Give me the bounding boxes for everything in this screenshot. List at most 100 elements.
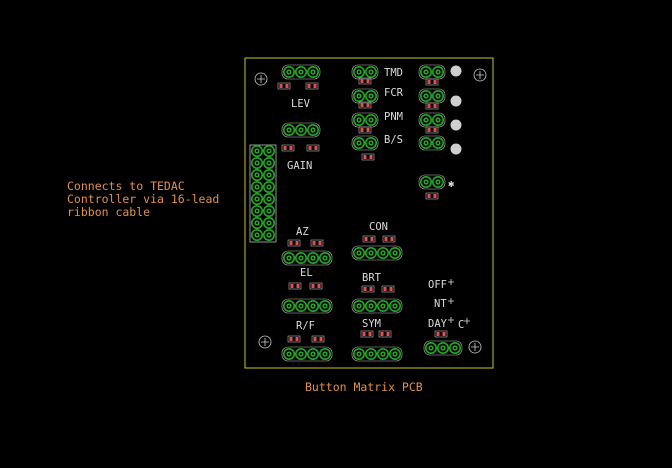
pad (364, 90, 377, 103)
pad-row (418, 112, 446, 128)
label-tmd: TMD (384, 67, 403, 79)
smd-component (310, 239, 324, 247)
pad-row (351, 112, 379, 128)
pad (431, 66, 444, 79)
pad-row (281, 346, 333, 362)
pad-row (351, 245, 403, 261)
pad (419, 114, 432, 127)
pad-row (281, 298, 333, 314)
smd-component (425, 126, 439, 134)
led-markers (450, 65, 462, 155)
pad (294, 124, 307, 137)
led-indicator (450, 95, 462, 107)
pad-row (418, 135, 446, 151)
smd-component (358, 101, 372, 109)
label-bs: B/S (384, 134, 403, 146)
pad (251, 229, 264, 242)
pad (251, 193, 264, 206)
smd-component (287, 239, 301, 247)
pad (388, 347, 401, 360)
pad (294, 347, 307, 360)
pcb-caption: Button Matrix PCB (305, 380, 423, 394)
smd-component (425, 102, 439, 110)
smd-component (305, 82, 319, 90)
pad (431, 176, 444, 189)
smd-component (434, 330, 448, 338)
pad (376, 247, 389, 260)
pad (282, 252, 295, 265)
led-indicator (450, 119, 462, 131)
pad (282, 124, 295, 137)
pad (251, 157, 264, 170)
label-sym: SYM (362, 318, 381, 330)
led-indicator (450, 143, 462, 155)
pad (364, 137, 377, 150)
label-brt: BRT (362, 272, 382, 284)
label-nt: NT (434, 298, 447, 310)
pad (294, 252, 307, 265)
pad-row (418, 64, 446, 80)
pad (364, 66, 377, 79)
pad-rows (281, 64, 463, 362)
pad (448, 341, 461, 354)
silk-marks (448, 279, 470, 324)
pad (419, 137, 432, 150)
pad-row (281, 122, 321, 138)
smd-component (360, 330, 374, 338)
pad (262, 205, 275, 218)
pad (431, 90, 444, 103)
silkscreen-labels: TMD FCR PNM B/S LEV GAIN ✱ AZ CON EL BRT… (287, 67, 464, 332)
smd-component (378, 330, 392, 338)
pad (431, 114, 444, 127)
pad (352, 114, 365, 127)
note-line: Controller via 16-lead (67, 192, 220, 206)
ribbon-connector (249, 144, 277, 243)
pad (419, 176, 432, 189)
pad (364, 114, 377, 127)
label-gain: GAIN (287, 160, 312, 172)
smd-components (277, 77, 448, 343)
pad-row (351, 88, 379, 104)
pad-row (423, 340, 463, 356)
pad (262, 157, 275, 170)
pad (388, 299, 401, 312)
pad (282, 66, 295, 79)
pad (262, 181, 275, 194)
mounting-holes (254, 68, 487, 354)
pad (262, 145, 275, 158)
smd-component (425, 78, 439, 86)
label-off: OFF (428, 279, 447, 291)
pad-row (351, 346, 403, 362)
smd-component (281, 144, 295, 152)
mounting-hole (468, 340, 482, 354)
pad (251, 169, 264, 182)
smd-component (382, 235, 396, 243)
pad (376, 299, 389, 312)
smd-component (381, 285, 395, 293)
pad (262, 193, 275, 206)
board-outline (244, 57, 494, 369)
pad (364, 347, 377, 360)
pad (262, 229, 275, 242)
pad-row (351, 298, 403, 314)
smd-component (306, 144, 320, 152)
pad (419, 90, 432, 103)
led-indicator (450, 65, 462, 77)
pad-row (351, 135, 379, 151)
smd-component (277, 82, 291, 90)
pad-row (418, 88, 446, 104)
pad (352, 299, 365, 312)
note-line: ribbon cable (67, 205, 151, 219)
label-fcr: FCR (384, 87, 404, 99)
label-star: ✱ (448, 178, 455, 190)
smd-component (361, 285, 375, 293)
pad-row (281, 64, 321, 80)
pad (294, 66, 307, 79)
mounting-hole (254, 72, 268, 86)
smd-component (288, 282, 302, 290)
note-line: Connects to TEDAC (67, 179, 185, 193)
pad (364, 247, 377, 260)
label-lev: LEV (291, 98, 311, 110)
